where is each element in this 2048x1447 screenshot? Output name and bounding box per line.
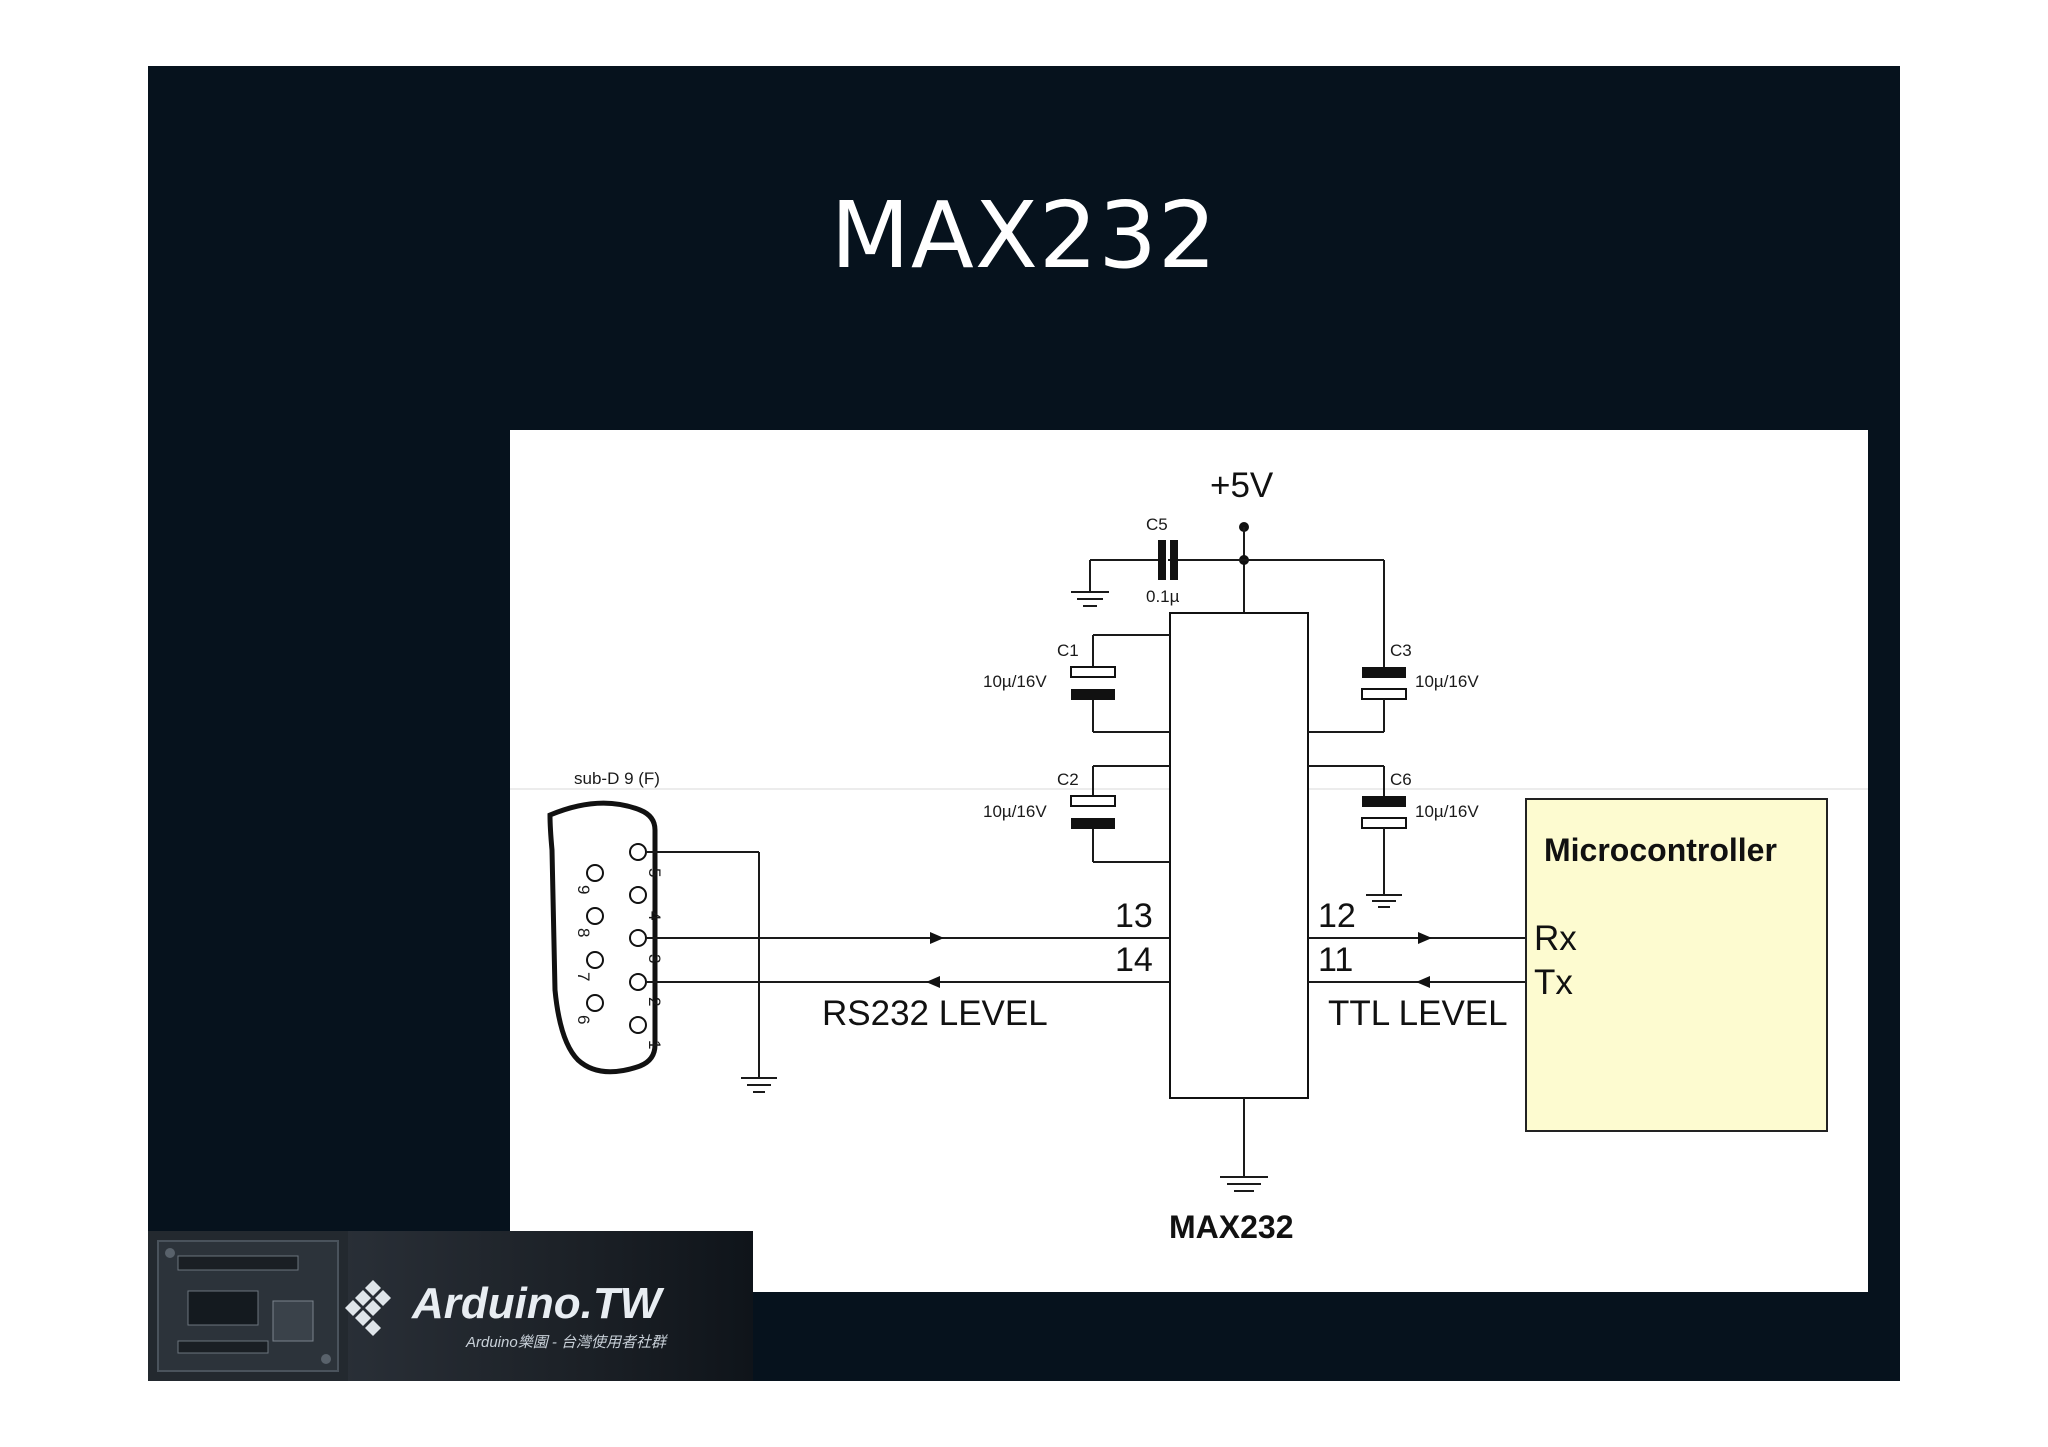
tx-label: Tx [1534, 963, 1573, 1002]
c1-value: 10µ/16V [983, 672, 1047, 691]
c6-value: 10µ/16V [1415, 802, 1479, 821]
c6-name: C6 [1390, 770, 1412, 789]
arduino-board-image [148, 1231, 348, 1381]
microcontroller-title: Microcontroller [1544, 832, 1777, 868]
db9-pin-6: 6 [574, 1015, 593, 1024]
c2-value: 10µ/16V [983, 802, 1047, 821]
brand-tagline: Arduino樂園 - 台灣使用者社群 [466, 1334, 667, 1351]
db9-pin-8: 8 [574, 928, 593, 937]
max232-schematic: +5V C5 0.1µ [510, 430, 1868, 1292]
c3-name: C3 [1390, 641, 1412, 660]
rx-label: Rx [1534, 919, 1577, 958]
c1-name: C1 [1057, 641, 1079, 660]
db9-pin-7: 7 [574, 972, 593, 981]
c3-value: 10µ/16V [1415, 672, 1479, 691]
slide: MAX232 +5V C5 0.1 [148, 66, 1900, 1381]
c2-name: C2 [1057, 770, 1079, 789]
capacitor-c5: C5 0.1µ [1071, 515, 1244, 607]
supply-5v: +5V [1210, 466, 1274, 613]
connector-label: sub-D 9 (F) [574, 769, 660, 788]
pin-11: 11 [1318, 941, 1353, 979]
slide-title: MAX232 [830, 182, 1218, 289]
brand-name: Arduino.TW [412, 1279, 662, 1328]
capacitor-c6: C6 10µ/16V [1308, 765, 1479, 908]
c5-name: C5 [1146, 515, 1168, 534]
db9-pin-5: 5 [645, 868, 664, 877]
pin-12: 12 [1318, 897, 1356, 935]
pin-13: 13 [1115, 897, 1153, 935]
capacitor-c3: C3 10µ/16V [1308, 641, 1479, 733]
ttl-level-label: TTL LEVEL [1328, 994, 1508, 1033]
rs232-level-label: RS232 LEVEL [822, 994, 1048, 1033]
supply-label: +5V [1210, 466, 1274, 505]
microcontroller-block: Microcontroller Rx Tx [1525, 798, 1828, 1132]
db9-pin-4: 4 [645, 911, 664, 920]
c5-value: 0.1µ [1146, 587, 1180, 606]
max232-chip [1169, 612, 1309, 1099]
capacitor-c1: C1 10µ/16V [983, 634, 1170, 733]
db9-connector: sub-D 9 (F) 5 4 3 2 1 9 8 7 6 [547, 769, 664, 1075]
capacitor-c2: C2 10µ/16V [983, 765, 1170, 863]
db9-pin-9: 9 [574, 885, 593, 894]
pin-14: 14 [1115, 941, 1153, 979]
db9-pin-2: 2 [645, 997, 664, 1006]
db9-pin-3: 3 [645, 954, 664, 963]
chip-label: MAX232 [1169, 1209, 1294, 1245]
arduino-tw-logo-icon [345, 1280, 391, 1336]
db9-pin-1: 1 [645, 1040, 664, 1049]
footer-banner: Arduino.TW Arduino樂園 - 台灣使用者社群 [148, 1231, 753, 1381]
